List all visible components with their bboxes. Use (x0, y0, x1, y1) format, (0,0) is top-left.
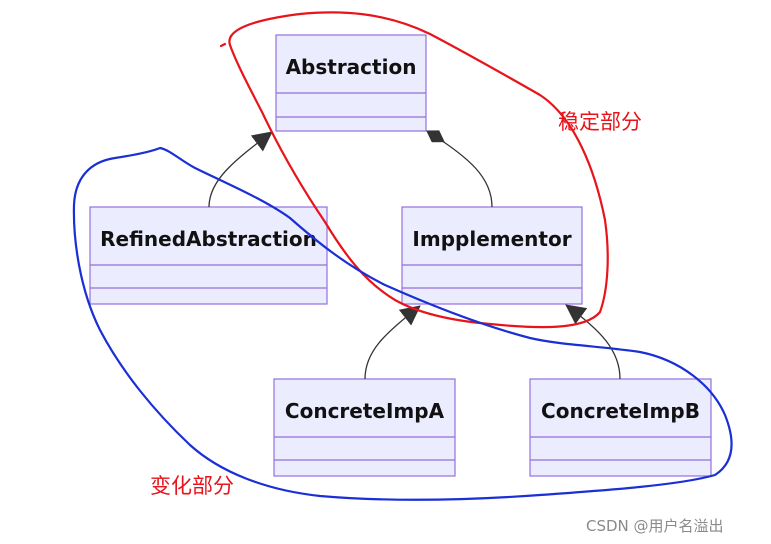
class-concrete-imp-a: ConcreteImpA (273, 378, 456, 477)
class-refined-abstraction: RefinedAbstraction (89, 206, 328, 305)
inheritance-edge-refined-to-abstraction (208, 131, 273, 208)
class-name-abstraction: Abstraction (286, 55, 417, 79)
watermark: CSDN @用户名溢出 (586, 517, 724, 535)
variable-part-label: 变化部分 (150, 474, 234, 498)
class-implementor: Impplementor (401, 206, 583, 305)
class-name-implementor: Impplementor (412, 227, 571, 251)
stable-part-outline (219, 11, 609, 329)
composition-edge-implementor-to-abstraction (426, 130, 493, 208)
inheritance-edge-concrete-b-to-implementor (565, 304, 621, 380)
class-abstraction: Abstraction (275, 34, 427, 132)
variable-part-outline (72, 146, 733, 501)
class-name-concrete-imp-a: ConcreteImpA (285, 399, 445, 423)
inheritance-edge-concrete-a-to-implementor (364, 305, 421, 380)
class-concrete-imp-b: ConcreteImpB (529, 378, 712, 477)
class-name-concrete-imp-b: ConcreteImpB (541, 399, 700, 423)
stable-part-label: 稳定部分 (558, 110, 642, 134)
class-name-refined-abstraction: RefinedAbstraction (100, 227, 317, 251)
